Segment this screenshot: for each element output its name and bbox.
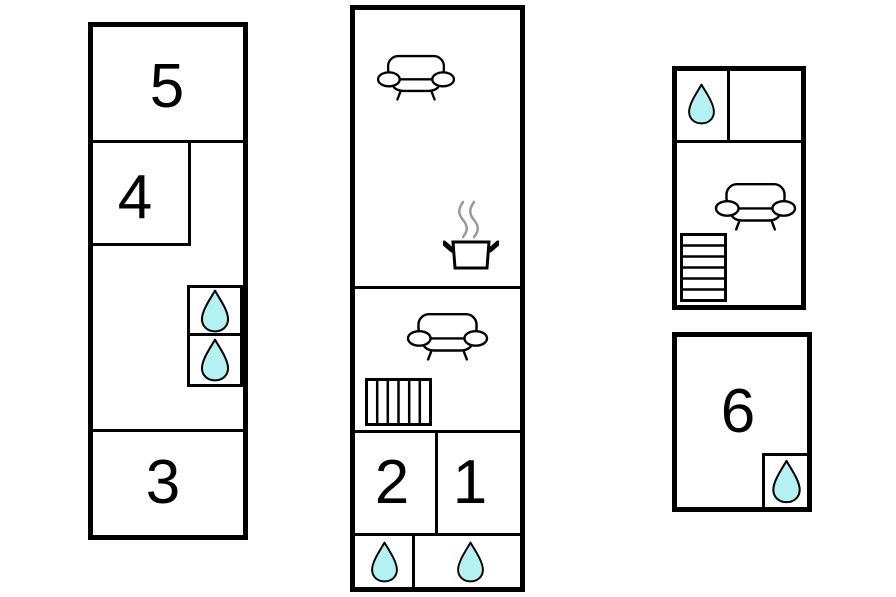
wall bbox=[677, 140, 801, 143]
water-drop-icon bbox=[200, 338, 230, 382]
room-label-1: 1 bbox=[452, 448, 488, 517]
room-label-5: 5 bbox=[149, 52, 185, 121]
room-label-2: 2 bbox=[374, 448, 410, 517]
wall bbox=[355, 533, 520, 536]
building-right-lower: 6 bbox=[672, 332, 812, 512]
bathroom-cell bbox=[762, 453, 807, 507]
water-drop-icon bbox=[771, 459, 801, 504]
building-right-upper bbox=[672, 66, 806, 310]
wall bbox=[412, 533, 415, 587]
sofa-icon bbox=[376, 54, 456, 101]
stairs-icon bbox=[365, 378, 432, 426]
room-label-6: 6 bbox=[720, 377, 756, 446]
water-drop-icon bbox=[457, 541, 484, 583]
building-left: 5 4 3 bbox=[88, 22, 248, 540]
water-drop-icon bbox=[371, 541, 398, 583]
building-middle: 2 1 bbox=[350, 5, 525, 592]
bathroom-cell bbox=[190, 288, 240, 336]
bathroom-cell bbox=[190, 336, 240, 384]
wall bbox=[188, 140, 191, 246]
room-label-3: 3 bbox=[145, 448, 181, 517]
water-drop-icon bbox=[200, 289, 230, 332]
wall bbox=[435, 430, 438, 536]
water-drop-icon bbox=[688, 83, 715, 125]
sofa-icon bbox=[714, 183, 797, 231]
wall bbox=[355, 286, 520, 289]
wall bbox=[727, 71, 730, 143]
stove-icon bbox=[443, 198, 499, 270]
bathroom-box bbox=[187, 285, 243, 387]
wall bbox=[93, 243, 191, 246]
stairs-icon bbox=[680, 233, 727, 302]
wall bbox=[93, 429, 243, 432]
sofa-icon bbox=[406, 313, 489, 361]
wall bbox=[93, 140, 243, 143]
room-label-4: 4 bbox=[117, 163, 153, 232]
